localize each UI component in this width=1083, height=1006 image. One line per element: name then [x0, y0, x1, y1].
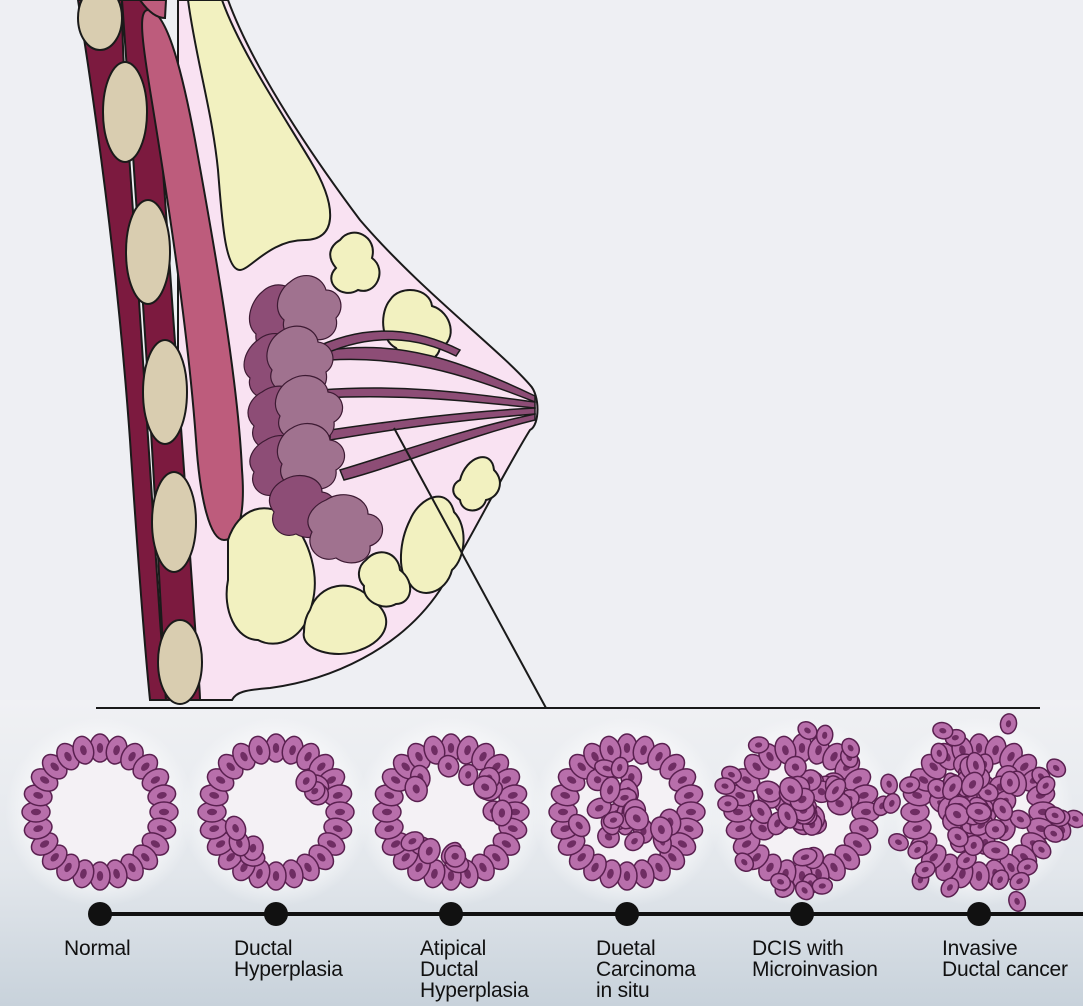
stage-label-line: Ductal cancer — [942, 959, 1068, 980]
cross-section-atypical-ductal-hyperplasia — [356, 717, 546, 907]
stage-label-dcis-with-microinvasion: DCIS withMicroinvasion — [752, 938, 878, 980]
stage-label-line: Ductal — [234, 938, 343, 959]
invading-cell — [718, 796, 738, 812]
timeline-dot-normal — [88, 902, 112, 926]
timeline-dot-atypical-ductal-hyperplasia — [439, 902, 463, 926]
cross-section-normal — [5, 717, 195, 907]
stage-label-line: Ductal — [420, 959, 529, 980]
timeline-dot-dcis-with-microinvasion — [790, 902, 814, 926]
stage-label-line: DCIS with — [752, 938, 878, 959]
stage-label-line: Microinvasion — [752, 959, 878, 980]
stage-label-line: Duetal — [596, 938, 696, 959]
stage-label-line: Hyperplasia — [234, 959, 343, 980]
stage-label-line: Normal — [64, 938, 130, 959]
cross-section-ductal-carcinoma-in-situ — [532, 717, 722, 907]
stage-label-line: Invasive — [942, 938, 1068, 959]
stage-label-line: in situ — [596, 980, 696, 1001]
timeline-dot-ductal-hyperplasia — [264, 902, 288, 926]
cross-section-ductal-hyperplasia — [181, 717, 371, 907]
timeline-dot-invasive-ductal-cancer — [967, 902, 991, 926]
proliferating-cell — [444, 845, 465, 867]
stage-label-line: Carcinoma — [596, 959, 696, 980]
stage-label-normal: Normal — [64, 938, 130, 959]
stage-label-line: Atipical — [420, 938, 529, 959]
timeline-dot-ductal-carcinoma-in-situ — [615, 902, 639, 926]
cross-section-dcis-with-microinvasion — [707, 717, 897, 907]
stage-label-line: Hyperplasia — [420, 980, 529, 1001]
